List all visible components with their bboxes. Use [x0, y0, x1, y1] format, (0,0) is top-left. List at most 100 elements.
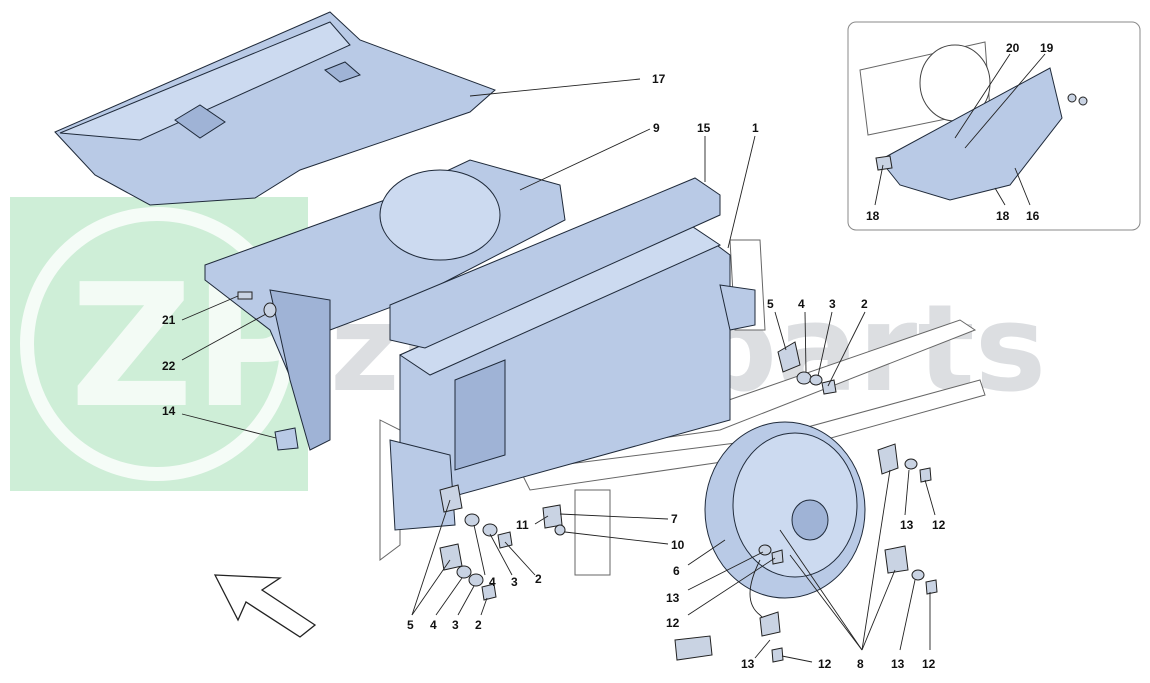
leader-14: [181, 413, 277, 439]
callout-7: 7: [671, 512, 678, 526]
leader-4-middle: [473, 524, 486, 576]
upper-cover-mount-boss: [174, 104, 226, 139]
fan-motor: [791, 499, 829, 541]
callout-17: 17: [652, 72, 666, 86]
washer-4-right: [796, 371, 812, 385]
callout-4-middle: 4: [489, 575, 496, 589]
upper-cover-shape: [54, 11, 496, 206]
leader-9: [519, 128, 651, 191]
callout-14: 14: [162, 404, 176, 418]
callout-15: 15: [697, 121, 711, 135]
leader-5-right: [774, 311, 787, 351]
leader-1: [727, 135, 756, 249]
callout-12-upper: 12: [932, 518, 946, 532]
nut-12-harness: [771, 647, 784, 663]
clip-8-harness: [759, 611, 781, 637]
frame-bracket: [574, 489, 611, 576]
nut-12-lower: [925, 579, 938, 595]
callout-12-harness: 12: [818, 657, 832, 671]
callout-12-fan: 12: [666, 616, 680, 630]
callout-11: 11: [516, 518, 529, 532]
fan-harness: [749, 559, 771, 626]
leader-21: [181, 295, 239, 321]
callout-21: 21: [162, 313, 176, 327]
callout-5-right: 5: [767, 297, 774, 311]
callout-2-bottom: 2: [475, 618, 482, 632]
leader-2-bottom: [480, 597, 488, 616]
callout-4-bottom: 4: [430, 618, 437, 632]
leader-13-lower: [899, 579, 916, 651]
leader-13-upper: [904, 469, 910, 516]
leader-4-bottom: [435, 577, 463, 616]
washer-3-right: [809, 374, 823, 386]
nut-2-middle: [497, 531, 513, 549]
leader-8-a: [779, 529, 863, 651]
clip-14: [274, 427, 299, 451]
mount-set-right: [777, 341, 837, 395]
leader-5-b: [411, 559, 451, 616]
leader-3-right: [817, 311, 833, 377]
callout-6: 6: [673, 564, 680, 578]
mount-set-bottom: [439, 543, 497, 601]
callout-13-fan: 13: [666, 591, 680, 605]
callout-13-upper: 13: [900, 518, 914, 532]
arrow-shape: [213, 574, 317, 638]
callout-9: 9: [653, 121, 660, 135]
leader-22: [181, 313, 267, 361]
part-1-radiator: [389, 224, 756, 531]
nut-2-right: [821, 379, 837, 395]
callout-22: 22: [162, 359, 176, 373]
leader-8-c: [861, 469, 891, 651]
callout-1: 1: [752, 121, 759, 135]
callout-19: 19: [1040, 41, 1054, 55]
air-duct-side-panel: [269, 289, 331, 451]
fan-connector: [674, 635, 713, 661]
leader-3-middle: [489, 533, 513, 576]
clip-8-upper: [877, 443, 899, 475]
callout-4-right: 4: [798, 297, 805, 311]
leader-13-harness: [754, 639, 771, 659]
callout-8: 8: [857, 657, 864, 671]
part-22-washer: [263, 302, 277, 318]
seal-strip-shape: [389, 177, 721, 349]
leader-10: [564, 531, 669, 545]
leader-20: [954, 53, 1011, 139]
leader-6: [687, 539, 726, 566]
bolt-10: [554, 524, 566, 536]
callout-13-lower: 13: [891, 657, 905, 671]
callout-18-right: 18: [996, 209, 1010, 223]
inset-part-18-bracket: [875, 155, 893, 171]
nut-13-lower: [911, 569, 925, 581]
leader-2-middle: [504, 541, 536, 576]
radiator-bracket-left: [389, 439, 456, 531]
air-duct-opening: [379, 169, 501, 261]
nut-12-upper: [919, 467, 932, 483]
upper-cover-mount-tab: [324, 61, 361, 83]
leader-3-bottom: [457, 585, 475, 616]
upper-cover-top-face: [59, 21, 351, 141]
inset-nut: [1078, 96, 1088, 106]
part-14-clip: [274, 427, 299, 451]
washer-4-middle: [464, 513, 480, 527]
leader-5-a: [411, 499, 451, 616]
washer-4-bottom: [456, 565, 472, 579]
leader-8-b: [789, 554, 863, 651]
callout-13-harness: 13: [741, 657, 755, 671]
nut-2-bottom: [481, 583, 497, 601]
callout-16: 16: [1026, 209, 1040, 223]
leader-8-d: [861, 569, 896, 651]
nut-13-upper: [904, 458, 918, 470]
callout-labels: 17 9 15 1 20 19 18 18 16 21 22 14 5 4 3 …: [162, 41, 1054, 671]
leader-17: [469, 78, 641, 97]
inset-washer: [1067, 93, 1077, 103]
leader-2-right: [827, 311, 866, 387]
callout-3-middle: 3: [511, 575, 518, 589]
washer-3-middle: [482, 523, 498, 537]
leader-12-upper: [924, 479, 936, 516]
part-21-screw: [237, 291, 253, 300]
rubber-mount-5-middle: [439, 484, 463, 513]
callout-5-bottom: 5: [407, 618, 414, 632]
leader-7: [559, 513, 669, 520]
fan-fasteners: [758, 443, 938, 663]
